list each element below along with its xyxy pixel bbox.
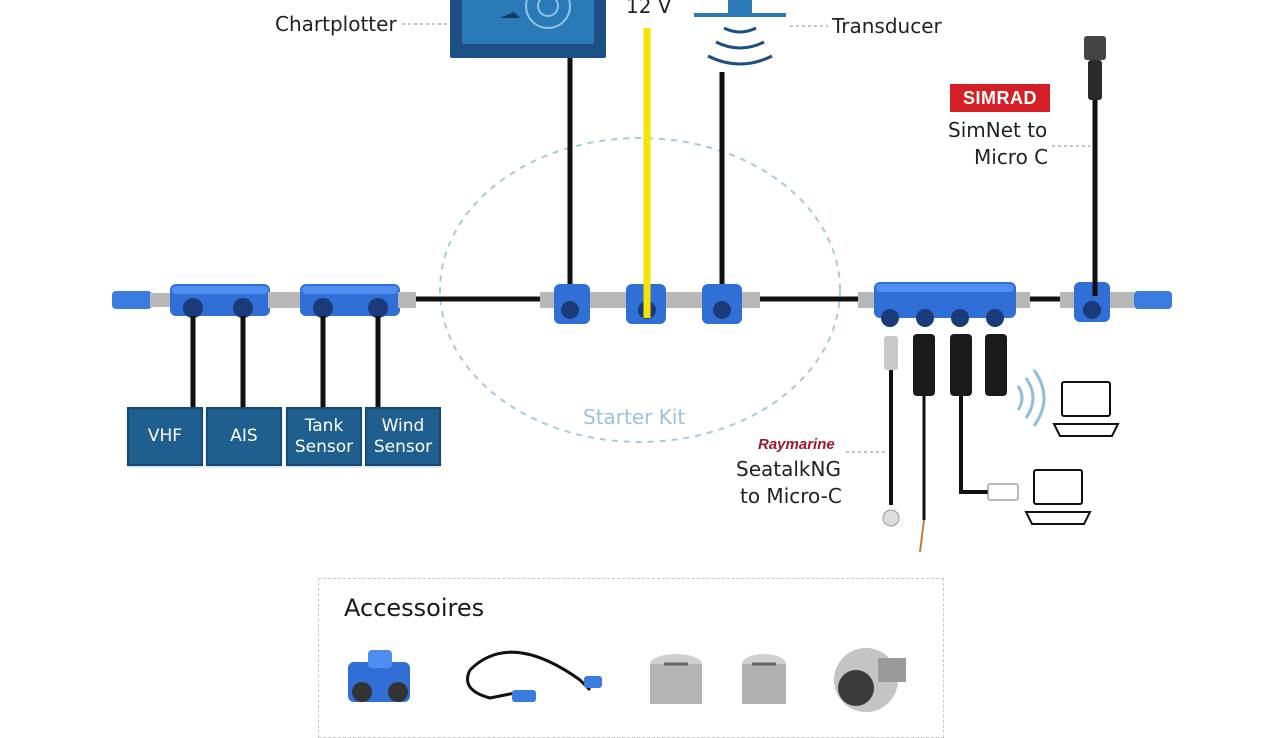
right-terminator (1134, 291, 1172, 309)
left-terminator (112, 291, 170, 309)
simnet-adapter-icon (1084, 36, 1106, 296)
transducer-icon (694, 0, 786, 66)
interface-module-2 (950, 334, 1019, 501)
power-label: 12 V (626, 0, 672, 18)
left-tee-block-1 (170, 284, 270, 318)
tee-coupler-2 (398, 292, 416, 308)
device-box-vhf: VHF (127, 407, 203, 466)
laptop-icon-1 (1052, 381, 1120, 437)
seatalk-adapter (882, 336, 900, 527)
chartplotter-icon (450, 0, 606, 58)
simrad-logo: SIMRAD (950, 84, 1050, 112)
device-label: Tank (304, 415, 344, 436)
device-label: Wind (381, 415, 425, 436)
raymarine-logo: Raymarine (758, 436, 835, 453)
accessory-panel-mount-icon (834, 648, 906, 712)
starter-tee-1 (540, 284, 626, 324)
accessory-cable-icon (466, 650, 602, 702)
accessory-tee-icon (348, 650, 410, 702)
chartplotter-label: Chartplotter (275, 12, 397, 36)
accessory-cap-icon-1 (650, 654, 702, 704)
tee-coupler-1 (268, 292, 300, 308)
simnet-label-line1: SimNet to (948, 118, 1048, 142)
left-tee-block-2 (300, 284, 400, 318)
device-label: AIS (230, 426, 258, 446)
network-diagram (112, 0, 1172, 712)
starter-tee-2 (626, 284, 702, 324)
interface-module-1 (913, 334, 935, 553)
device-label: Sensor (294, 436, 354, 457)
device-label: VHF (147, 426, 183, 446)
device-label: Sensor (373, 436, 433, 457)
accessory-cap-icon-2 (742, 654, 786, 704)
interface-module-3 (985, 334, 1007, 396)
wifi-signal-icon (1016, 369, 1046, 427)
right-tee (1060, 282, 1134, 322)
transducer-label: Transducer (832, 14, 942, 38)
laptop-icon-2 (1024, 469, 1092, 525)
device-box-ais: AIS (206, 407, 282, 466)
seatalk-label-line1: SeatalkNG (736, 457, 841, 481)
seatalk-label-line2: to Micro-C (740, 484, 842, 508)
starter-tee-3 (702, 284, 760, 324)
starter-kit-ring (439, 137, 841, 443)
accessories-title: Accessoires (344, 594, 485, 622)
starter-kit-label: Starter Kit (583, 405, 686, 429)
right-multiport-block (858, 282, 1030, 327)
simnet-label-line2: Micro C (974, 145, 1049, 169)
